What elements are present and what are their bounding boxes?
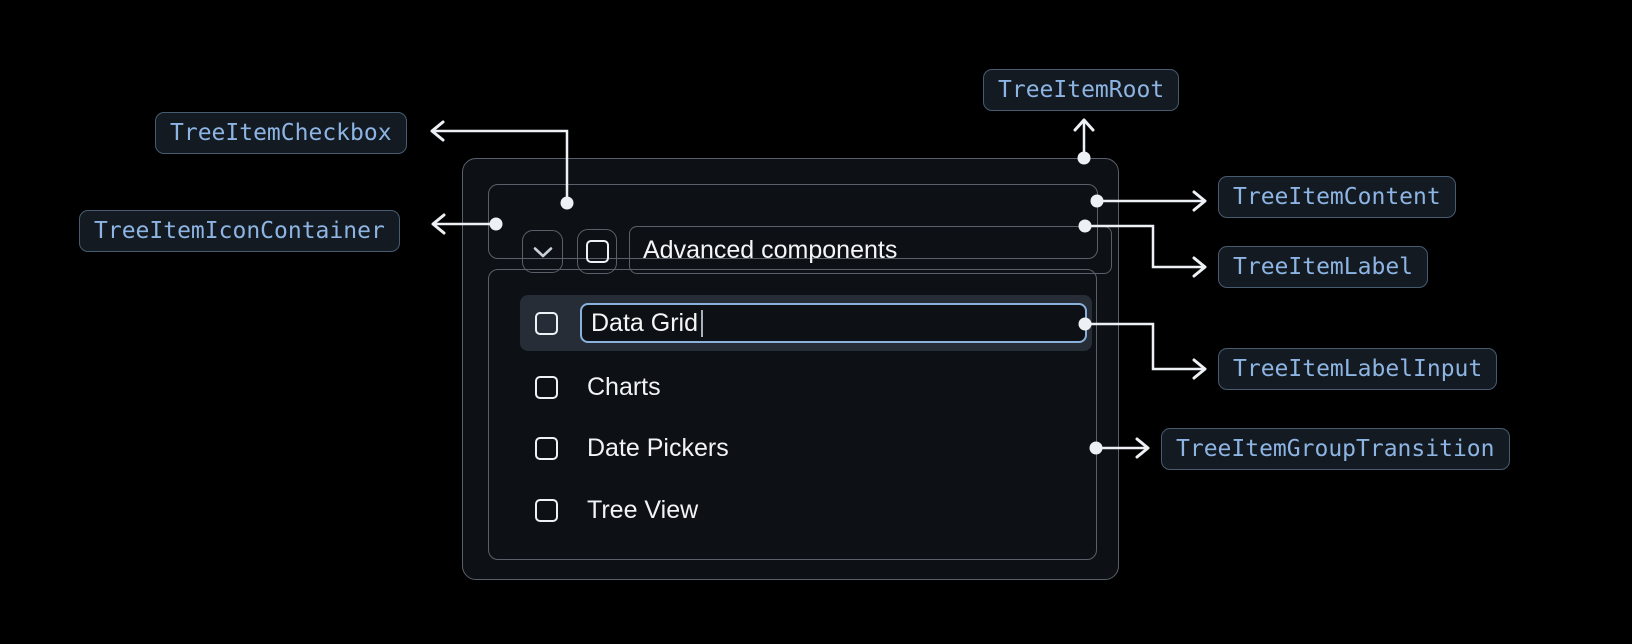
expand-button[interactable] bbox=[522, 230, 563, 273]
badge-tree-item-checkbox: TreeItemCheckbox bbox=[155, 112, 407, 154]
badge-tree-item-label-input: TreeItemLabelInput bbox=[1218, 348, 1498, 390]
tree-item-label-input[interactable]: Data Grid bbox=[580, 303, 1087, 343]
item-label-text: Date Pickers bbox=[587, 433, 729, 462]
checkbox-icon[interactable] bbox=[535, 375, 558, 399]
parent-label-text: Advanced components bbox=[643, 235, 898, 264]
label-input-value: Data Grid bbox=[591, 308, 698, 337]
tree-item-root: Advanced components Data Grid Charts Dat… bbox=[462, 158, 1119, 580]
checkbox-icon[interactable] bbox=[585, 240, 609, 263]
item-label-text: Charts bbox=[587, 372, 661, 401]
item-label-text: Tree View bbox=[587, 495, 699, 524]
tree-item-content[interactable]: Advanced components bbox=[488, 184, 1112, 274]
checkbox-icon[interactable] bbox=[535, 311, 558, 335]
tree-item-row-date-pickers[interactable]: Date Pickers bbox=[520, 420, 1092, 476]
checkbox-icon[interactable] bbox=[535, 436, 558, 460]
badge-tree-item-icon-container: TreeItemIconContainer bbox=[79, 210, 400, 252]
tree-item-row-tree-view[interactable]: Tree View bbox=[520, 482, 1092, 538]
tree-item-checkbox-container bbox=[577, 229, 617, 274]
badge-tree-item-content: TreeItemContent bbox=[1218, 176, 1456, 218]
badge-tree-item-group-transition: TreeItemGroupTransition bbox=[1161, 428, 1510, 470]
tree-item-row-charts[interactable]: Charts bbox=[520, 359, 1092, 415]
tree-item-label: Advanced components bbox=[629, 226, 1112, 274]
checkbox-icon[interactable] bbox=[535, 498, 558, 522]
badge-tree-item-label: TreeItemLabel bbox=[1218, 246, 1429, 288]
tree-item-row-data-grid[interactable]: Data Grid bbox=[520, 295, 1092, 351]
badge-tree-item-root: TreeItemRoot bbox=[983, 69, 1180, 111]
tree-item-group-transition: Data Grid Charts Date Pickers Tree View bbox=[488, 269, 1097, 560]
text-cursor bbox=[700, 309, 703, 337]
chevron-down-icon bbox=[532, 245, 554, 259]
